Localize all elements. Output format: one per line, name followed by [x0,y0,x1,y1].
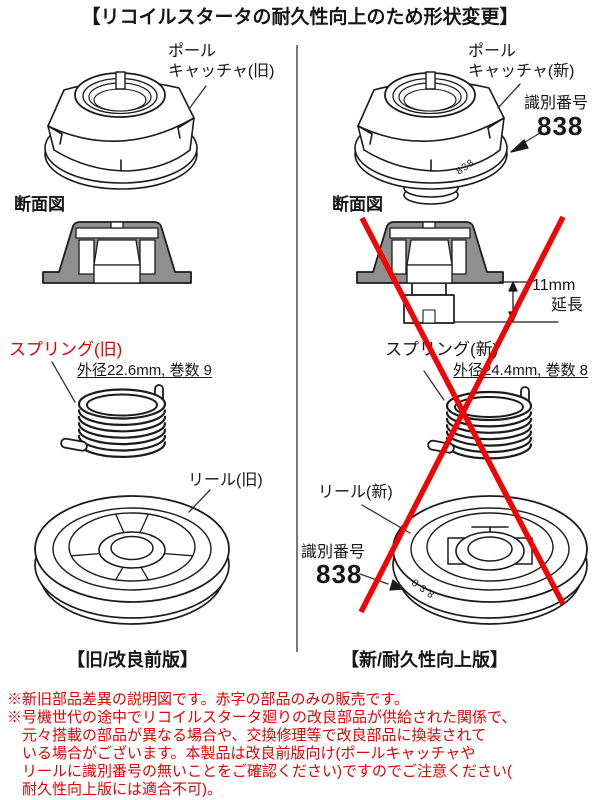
label-cross-section-new: 断面図 [332,195,383,214]
footnote-line: 耐久性向上版には適合不可)。 [22,781,222,798]
label-extension-encho: 延長 [551,297,584,314]
reel-old-drawing [35,496,229,624]
label-id-number-top: 識別番号 [524,95,589,112]
footnote-line: 元々搭載の部品が異なる場合や、交換修理等で改良部品に換装されて [22,727,487,744]
cross-section-old-drawing [43,222,191,283]
reel-new-drawing: 838 [393,496,587,624]
footnote-text: ※新旧部品差異の説明図です。赤字の部品のみの販売です。 ※号機世代の途中でリコイ… [7,691,595,799]
page-title: 【リコイルスタータの耐久性向上のため形状変更】 [81,7,519,28]
label-spring-new: スプリング(新) [385,340,499,359]
label-extension-11mm: 11mm [532,277,576,294]
spec-spring-old: 外径22.6mm, 巻数 9 [77,362,213,379]
label-pawl-catcher-new: ポール キャッチャ(新) [468,43,575,80]
column-divider [296,45,298,652]
pawl-catcher-old-drawing [45,72,197,189]
caption-new-version: 【新/耐久性向上版】 [340,650,508,670]
footnote-line: リールに識別番号の無いことをご確認ください)ですのでご注意ください( [22,763,512,780]
footnote-line: ※号機世代の途中でリコイルスタータ廻りの改良部品が供給された関係で、 [7,709,517,726]
spring-old-drawing [60,385,165,457]
footnote-line: ※新旧部品差異の説明図です。赤字の部品のみの販売です。 [7,691,410,708]
spec-spring-new: 外径24.4mm, 巻数 8 [453,362,589,379]
caption-old-version: 【旧/改良前版】 [66,650,198,670]
label-spring-old: スプリング(旧) [9,340,123,359]
footnote-line: いる場合がございます。本製品は改良前版向け(ポールキャッチャや [22,745,476,762]
id-number-bottom-value: 838 [316,559,363,589]
label-reel-old: リール(旧) [188,472,263,489]
cross-section-new-drawing [357,222,503,323]
label-cross-section-old: 断面図 [14,195,65,214]
label-pawl-catcher-old: ポール キャッチャ(旧) [168,43,275,80]
label-id-number-bottom: 識別番号 [301,544,366,561]
pawl-catcher-new-drawing: 838 [355,72,507,204]
label-reel-new: リール(新) [318,484,393,501]
id-number-top-value: 838 [537,111,584,141]
